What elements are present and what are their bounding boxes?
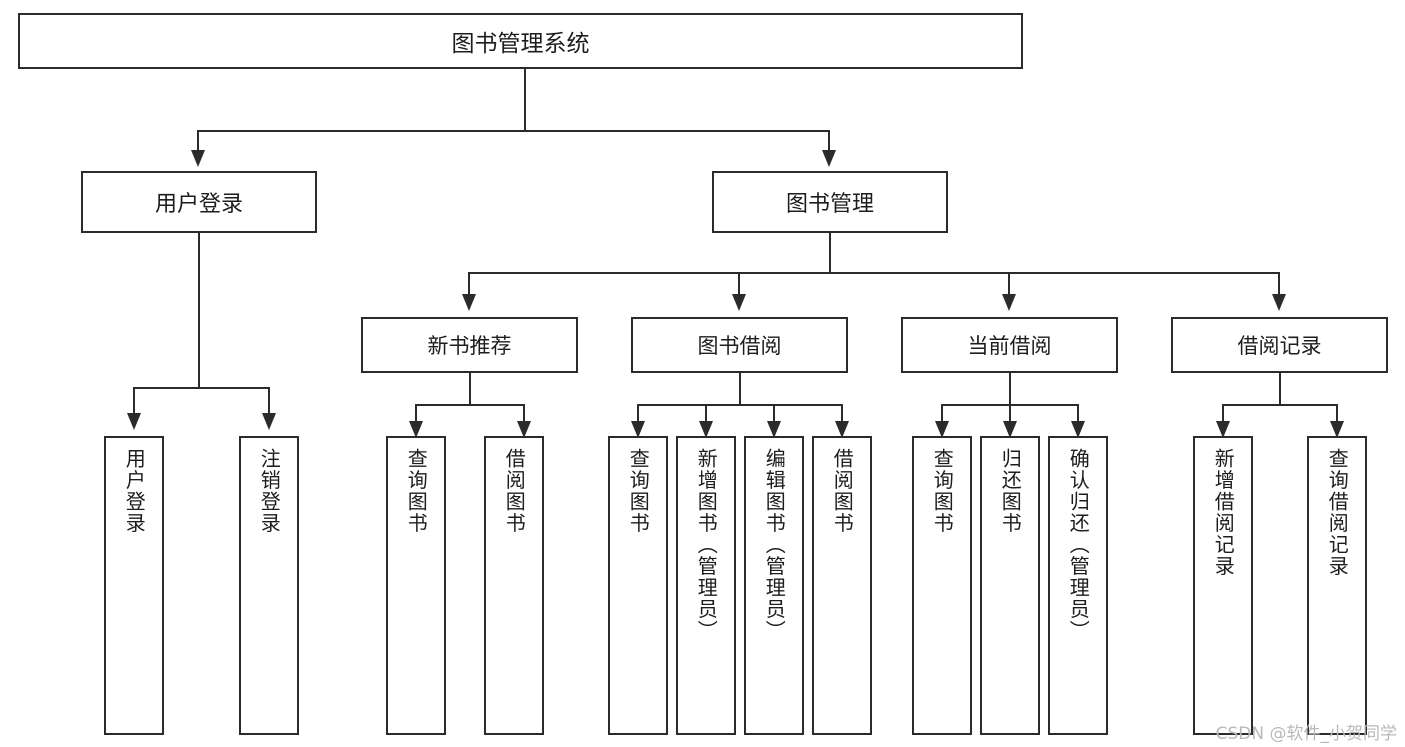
leaf-label: 查询图书 — [930, 448, 955, 534]
arrow-book-borrow-leaf-4 — [835, 421, 849, 438]
node-label: 用户登录 — [154, 192, 243, 217]
arrow-book-manage-to-new-book — [462, 294, 476, 311]
connector-book-borrow-drop-3 — [773, 404, 775, 424]
connector-borrow-record-bus — [1222, 404, 1338, 406]
leaf-label: 归还图书 — [998, 448, 1023, 534]
connector-current-borrow-drop-1 — [941, 404, 943, 424]
connector-book-borrow-drop-4 — [841, 404, 843, 424]
leaf-label: 查询图书 — [404, 448, 429, 534]
leaf-label: 用户登录 — [122, 448, 147, 534]
connector-new-book-bus — [415, 404, 525, 406]
node-label: 当前借阅 — [967, 334, 1052, 358]
leaf-book-borrow-borrow-book[interactable]: 借阅图书 — [812, 436, 872, 735]
arrow-borrow-record-leaf-2 — [1330, 421, 1344, 438]
connector-book-manage-drop-4 — [1278, 272, 1280, 296]
leaf-label: 借阅图书 — [502, 448, 527, 534]
leaf-label: 确认归还（管理员） — [1066, 448, 1091, 642]
arrow-book-borrow-leaf-1 — [631, 421, 645, 438]
arrow-new-book-leaf-2 — [517, 421, 531, 438]
node-borrow-record[interactable]: 借阅记录 — [1171, 317, 1388, 373]
node-label: 图书管理系统 — [451, 31, 590, 57]
node-new-book-recommend[interactable]: 新书推荐 — [361, 317, 578, 373]
leaf-borrow-record-add-record[interactable]: 新增借阅记录 — [1193, 436, 1253, 735]
leaf-current-borrow-query-book[interactable]: 查询图书 — [912, 436, 972, 735]
arrow-book-borrow-leaf-2 — [699, 421, 713, 438]
connector-book-manage-stem — [829, 233, 831, 273]
leaf-label: 新增借阅记录 — [1211, 448, 1236, 577]
connector-root-to-book-manage — [828, 130, 830, 152]
leaf-label: 新增图书（管理员） — [694, 448, 719, 642]
leaf-current-borrow-confirm-return-admin[interactable]: 确认归还（管理员） — [1048, 436, 1108, 735]
leaf-user-login-login[interactable]: 用户登录 — [104, 436, 164, 735]
connector-book-borrow-drop-1 — [637, 404, 639, 424]
connector-user-login-drop-2 — [268, 387, 270, 415]
node-label: 新书推荐 — [427, 334, 512, 358]
connector-borrow-record-drop-1 — [1222, 404, 1224, 424]
connector-book-borrow-drop-2 — [705, 404, 707, 424]
arrow-current-borrow-leaf-2 — [1003, 421, 1017, 438]
leaf-label: 借阅图书 — [830, 448, 855, 534]
leaf-current-borrow-return-book[interactable]: 归还图书 — [980, 436, 1040, 735]
connector-root-stem — [524, 69, 526, 131]
leaf-book-borrow-add-book-admin[interactable]: 新增图书（管理员） — [676, 436, 736, 735]
connector-book-manage-bus — [468, 272, 1279, 274]
arrow-borrow-record-leaf-1 — [1216, 421, 1230, 438]
node-current-borrow[interactable]: 当前借阅 — [901, 317, 1118, 373]
connector-root-bus — [197, 130, 829, 132]
node-label: 图书借阅 — [697, 334, 782, 358]
leaf-label: 查询借阅记录 — [1325, 448, 1350, 577]
arrow-book-manage-to-borrow-record — [1272, 294, 1286, 311]
arrow-root-to-book-manage — [822, 150, 836, 167]
connector-user-login-bus — [133, 387, 269, 389]
connector-new-book-drop-2 — [523, 404, 525, 424]
arrow-book-borrow-leaf-3 — [767, 421, 781, 438]
node-book-management[interactable]: 图书管理 — [712, 171, 948, 233]
leaf-book-borrow-edit-book-admin[interactable]: 编辑图书（管理员） — [744, 436, 804, 735]
connector-new-book-drop-1 — [415, 404, 417, 424]
node-root-library-system[interactable]: 图书管理系统 — [18, 13, 1023, 69]
node-user-login[interactable]: 用户登录 — [81, 171, 317, 233]
connector-current-borrow-stem — [1009, 373, 1011, 405]
arrow-current-borrow-leaf-3 — [1071, 421, 1085, 438]
connector-root-to-user-login — [197, 130, 199, 152]
connector-borrow-record-drop-2 — [1336, 404, 1338, 424]
leaf-label: 注销登录 — [257, 448, 282, 534]
connector-book-manage-drop-2 — [738, 272, 740, 296]
connector-book-manage-drop-1 — [468, 272, 470, 296]
connector-current-borrow-drop-2 — [1009, 404, 1011, 424]
leaf-user-login-logout[interactable]: 注销登录 — [239, 436, 299, 735]
arrow-current-borrow-leaf-1 — [935, 421, 949, 438]
connector-user-login-drop-1 — [133, 387, 135, 415]
arrow-user-login-leaf-1 — [127, 413, 141, 430]
leaf-new-book-query-book[interactable]: 查询图书 — [386, 436, 446, 735]
connector-book-borrow-bus — [637, 404, 843, 406]
arrow-new-book-leaf-1 — [409, 421, 423, 438]
connector-book-borrow-stem — [739, 373, 741, 405]
connector-user-login-stem — [198, 233, 200, 388]
arrow-book-manage-to-book-borrow — [732, 294, 746, 311]
connector-new-book-stem — [469, 373, 471, 405]
leaf-label: 查询图书 — [626, 448, 651, 534]
connector-book-manage-drop-3 — [1008, 272, 1010, 296]
leaf-book-borrow-query-book[interactable]: 查询图书 — [608, 436, 668, 735]
arrow-root-to-user-login — [191, 150, 205, 167]
leaf-label: 编辑图书（管理员） — [762, 448, 787, 642]
leaf-new-book-borrow-book[interactable]: 借阅图书 — [484, 436, 544, 735]
connector-borrow-record-stem — [1279, 373, 1281, 405]
node-book-borrow[interactable]: 图书借阅 — [631, 317, 848, 373]
node-label: 图书管理 — [785, 192, 874, 217]
leaf-borrow-record-query-record[interactable]: 查询借阅记录 — [1307, 436, 1367, 735]
arrow-book-manage-to-current-borrow — [1002, 294, 1016, 311]
arrow-user-login-leaf-2 — [262, 413, 276, 430]
connector-current-borrow-drop-3 — [1077, 404, 1079, 424]
node-label: 借阅记录 — [1237, 334, 1322, 358]
